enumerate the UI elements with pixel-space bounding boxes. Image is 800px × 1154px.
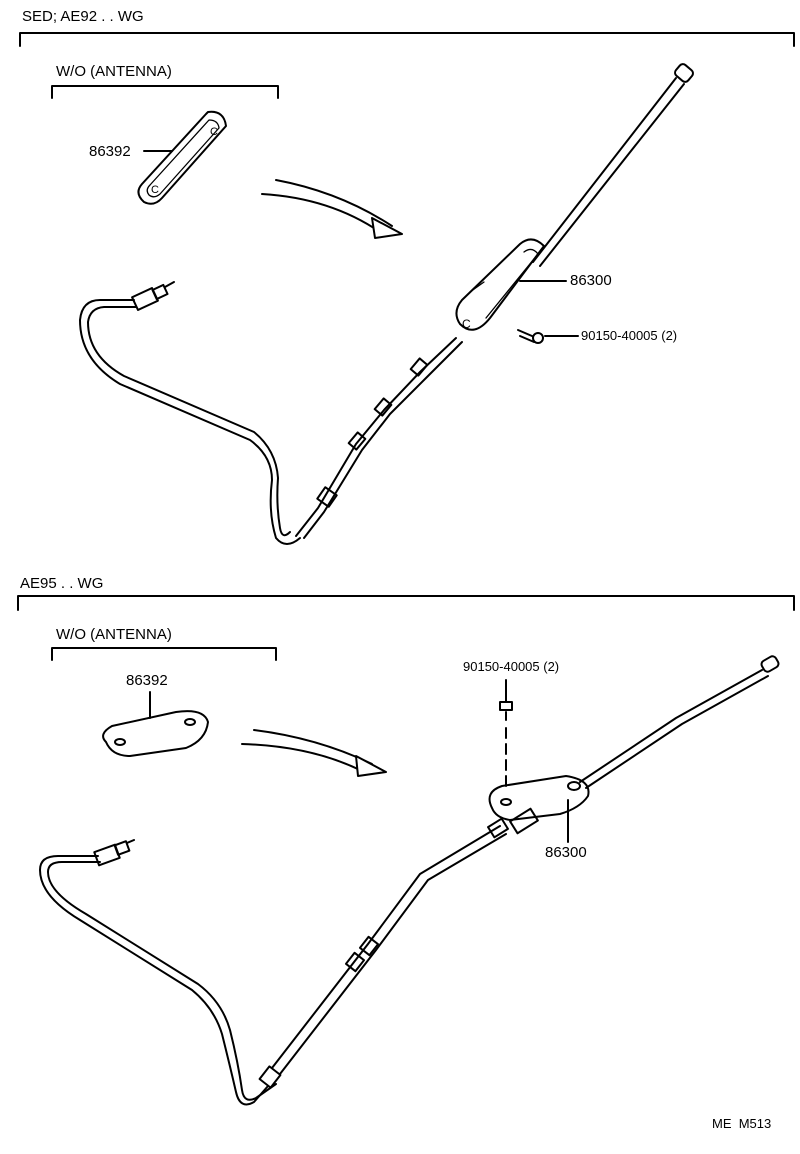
section-1-group-bracket bbox=[51, 85, 279, 99]
svg-text:C: C bbox=[210, 126, 218, 138]
pad-86392-bottom bbox=[102, 691, 209, 757]
section-1-group-label: W/O (ANTENNA) bbox=[56, 63, 172, 80]
screw-90150-bottom bbox=[499, 679, 513, 791]
arrow-top bbox=[261, 179, 403, 239]
section-2-part-antenna: 86300 bbox=[545, 844, 587, 861]
section-2-part-screw: 90150-40005 (2) bbox=[463, 659, 560, 674]
pad-86392-top: C C bbox=[137, 110, 227, 205]
section-1-part-screw: 90150-40005 (2) bbox=[581, 328, 678, 343]
arrow-bottom bbox=[241, 729, 387, 777]
section-2-header: AE95 . . WG bbox=[20, 575, 104, 592]
svg-text:C: C bbox=[151, 184, 159, 196]
section-2-part-pad: 86392 bbox=[126, 672, 168, 689]
section-1-frame bbox=[19, 32, 795, 47]
svg-text:C: C bbox=[462, 317, 471, 331]
section-2-frame bbox=[17, 595, 795, 611]
section-1-header: SED; AE92 . . WG bbox=[22, 8, 144, 25]
section-2-group-label: W/O (ANTENNA) bbox=[56, 626, 172, 643]
section-1-part-pad: 86392 bbox=[89, 143, 131, 160]
antenna-86300-bottom bbox=[39, 655, 780, 1106]
antenna-86300-top: C bbox=[79, 63, 694, 545]
screw-90150-top bbox=[517, 329, 579, 344]
section-1-part-antenna: 86300 bbox=[570, 272, 612, 289]
section-2-group-bracket bbox=[51, 647, 277, 661]
footer-code: ME M513 bbox=[712, 1116, 772, 1131]
